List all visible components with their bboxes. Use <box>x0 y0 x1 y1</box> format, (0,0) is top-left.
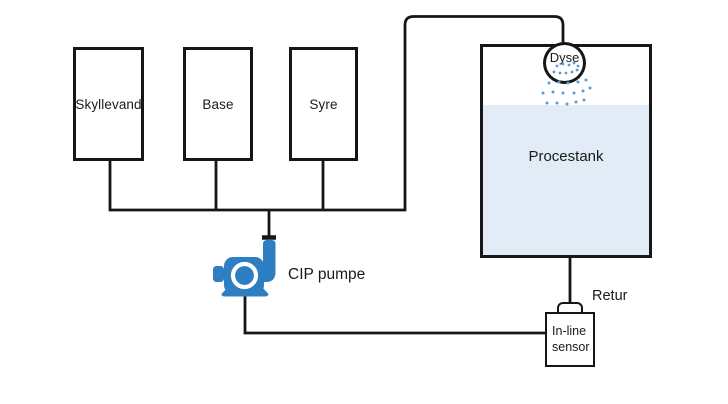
supply-tank-syre: Syre <box>289 47 358 161</box>
pipe-pump-to-sensor <box>243 292 545 335</box>
cip-pump-label: CIP pumpe <box>288 266 366 283</box>
pump-outlet-pipe <box>263 240 276 282</box>
pump-base-skirt <box>221 286 269 297</box>
supply-tank-syre-label: Syre <box>309 96 338 112</box>
inline-sensor: In-line sensor <box>545 312 595 367</box>
nozzle-label: Dyse <box>549 50 580 65</box>
pump-body <box>224 257 264 294</box>
supply-tank-base-label: Base <box>202 96 234 112</box>
tank-liquid <box>483 105 649 255</box>
supply-tank-skyllevand-label: Skyllevand <box>75 96 142 112</box>
sensor-label-line2: sensor <box>552 339 590 354</box>
pump-left-nub <box>213 266 224 282</box>
sensor-label-line1: In-line <box>552 323 587 338</box>
process-tank-label: Procestank <box>528 148 604 165</box>
supply-tank-skyllevand: Skyllevand <box>73 47 144 161</box>
cip-pump-icon <box>213 240 276 297</box>
pump-impeller-ring <box>230 261 259 290</box>
supply-tank-base: Base <box>183 47 253 161</box>
nozzle-dyse: Dyse <box>543 42 586 84</box>
return-label: Retur <box>592 288 628 304</box>
